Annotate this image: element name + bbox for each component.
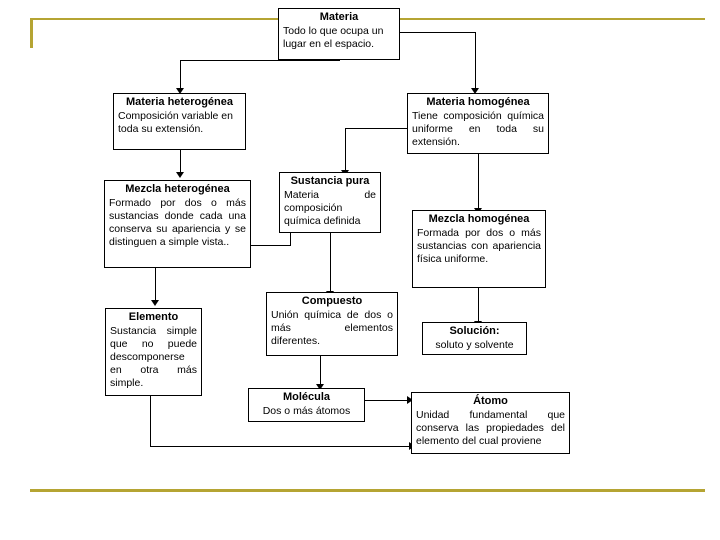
node-materia-homogenea-title: Materia homogénea — [426, 96, 530, 108]
arrow-to-atomo — [407, 396, 413, 404]
node-materia-heterogenea[interactable]: Materia heterogénea Composición variable… — [113, 93, 246, 150]
connector-materia-left-horz — [180, 60, 340, 61]
node-sustancia-pura-title: Sustancia pura — [290, 175, 370, 187]
connector-compuesto-to-molecula — [320, 356, 321, 384]
node-mezcla-heterogenea-body: Formado por dos o más sustancias donde c… — [109, 197, 246, 248]
node-mezcla-heterogenea[interactable]: Mezcla heterogénea Formado por dos o más… — [104, 180, 251, 268]
connector-materia-left-vert — [180, 60, 181, 88]
node-atomo[interactable]: Átomo Unidad fundamental que conserva la… — [411, 392, 570, 454]
connector-mathet-to-mezhet — [180, 150, 181, 172]
connector-mathom-to-mezhom — [478, 154, 479, 210]
connector-sustancia-elemento-vert2 — [155, 245, 156, 300]
node-molecula-title: Molécula — [282, 391, 331, 403]
connector-materia-right-horz — [400, 32, 475, 33]
node-elemento-title: Elemento — [128, 311, 179, 323]
connector-elemento-bottom-horz — [150, 446, 410, 447]
node-elemento-body: Sustancia simple que no puede descompone… — [110, 325, 197, 389]
node-materia-title: Materia — [319, 11, 359, 23]
node-sustancia-pura[interactable]: Sustancia pura Materia de composición qu… — [279, 172, 381, 233]
connector-sustancia-to-compuesto — [330, 233, 331, 291]
node-materia-homogenea-body: Tiene composición química uniforme en to… — [412, 110, 544, 148]
node-mezcla-heterogenea-title: Mezcla heterogénea — [125, 183, 230, 195]
connector-molecula-to-atomo — [365, 400, 407, 401]
arrow-to-molecula — [316, 384, 324, 390]
connector-mezhom-to-solucion — [478, 288, 479, 321]
node-compuesto-body: Unión química de dos o más elementos dif… — [271, 309, 393, 347]
node-materia-heterogenea-title: Materia heterogénea — [126, 96, 233, 108]
node-solucion-body: soluto y solvente — [435, 339, 514, 351]
connector-mathom-to-sustancia-horz — [345, 128, 410, 129]
node-mezcla-homogenea-title: Mezcla homogénea — [428, 213, 530, 225]
arrow-to-materia-heterogenea — [176, 88, 184, 94]
node-solucion[interactable]: Solución: soluto y solvente — [422, 322, 527, 355]
bottom-accent-rule — [30, 489, 705, 492]
connector-mathom-to-sustancia-vert — [345, 128, 346, 170]
node-materia-heterogenea-body: Composición variable en toda su extensió… — [118, 110, 233, 135]
node-elemento[interactable]: Elemento Sustancia simple que no puede d… — [105, 308, 202, 396]
arrow-to-mezcla-heterogenea — [176, 172, 184, 178]
node-materia[interactable]: Materia Todo lo que ocupa un lugar en el… — [278, 8, 400, 60]
node-materia-body: Todo lo que ocupa un lugar en el espacio… — [283, 25, 384, 50]
node-atomo-title: Átomo — [473, 395, 508, 407]
node-mezcla-homogenea[interactable]: Mezcla homogénea Formada por dos o más s… — [412, 210, 546, 288]
arrow-to-materia-homogenea — [471, 88, 479, 94]
node-atomo-body: Unidad fundamental que conserva las prop… — [416, 409, 565, 447]
node-solucion-title: Solución: — [449, 325, 500, 337]
node-mezcla-homogenea-body: Formada por dos o más sustancias con apa… — [417, 227, 541, 265]
connector-elemento-bottom-vert — [150, 396, 151, 446]
arrow-to-elemento — [151, 300, 159, 306]
connector-sustancia-elemento-vert1 — [290, 233, 291, 245]
node-compuesto-title: Compuesto — [301, 295, 363, 307]
connector-materia-right-vert — [475, 32, 476, 88]
node-sustancia-pura-body: Materia de composición química definida — [284, 189, 376, 227]
node-molecula[interactable]: Molécula Dos o más átomos — [248, 388, 365, 422]
node-molecula-body: Dos o más átomos — [262, 405, 351, 417]
node-materia-homogenea[interactable]: Materia homogénea Tiene composición quím… — [407, 93, 549, 154]
left-accent-rule — [30, 18, 33, 48]
node-compuesto[interactable]: Compuesto Unión química de dos o más ele… — [266, 292, 398, 356]
